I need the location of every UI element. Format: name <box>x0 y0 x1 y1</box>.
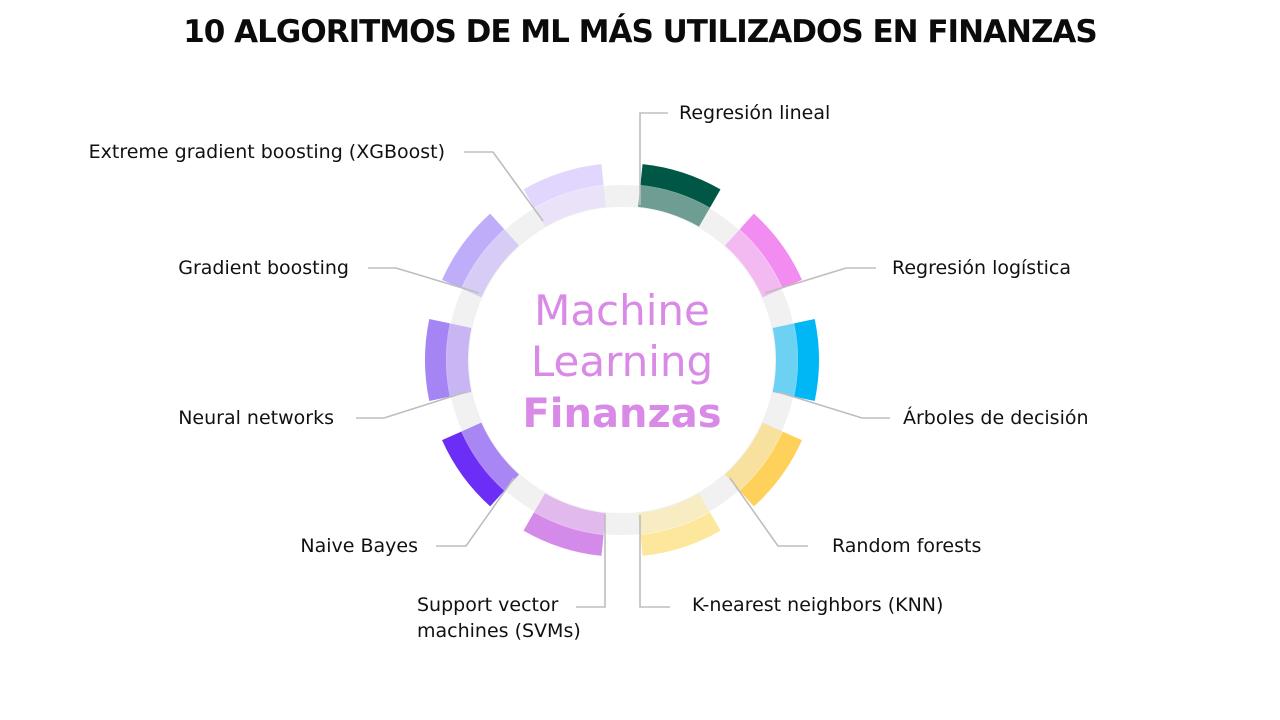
segment-inner-band <box>725 229 783 298</box>
label-line: Árboles de decisión <box>903 406 1089 429</box>
segment-support-vector-machines <box>523 493 606 556</box>
label-k-nearest-neighbors: K-nearest neighbors (KNN) <box>692 594 943 616</box>
segment-outer-band <box>523 512 604 556</box>
segment-k-nearest-neighbors <box>638 493 721 556</box>
label-xgboost: Extreme gradient boosting (XGBoost) <box>89 141 445 163</box>
segment-outer-band <box>640 512 721 556</box>
label-support-vector-machines: Support vector machines (SVMs) <box>417 594 581 642</box>
segment-outer-band <box>739 431 802 507</box>
center-text-machine: Machine <box>534 286 710 335</box>
segment-xgboost <box>523 164 606 227</box>
connector-support-vector-machines <box>576 515 606 608</box>
label-naive-bayes: Naive Bayes <box>300 535 418 557</box>
label-line: Support vector <box>417 594 559 616</box>
segment-inner-band <box>534 184 606 227</box>
segment-outer-band <box>424 319 450 401</box>
label-line: Naive Bayes <box>300 535 418 557</box>
label-line: Regresión lineal <box>679 102 830 124</box>
label-line: Extreme gradient boosting (XGBoost) <box>89 141 445 163</box>
segment-inner-band <box>638 493 710 536</box>
connector-random-forests <box>729 477 808 547</box>
label-gradient-boosting: Gradient boosting <box>178 257 349 279</box>
label-neural-networks: Neural networks <box>178 407 334 429</box>
connector-group <box>356 112 890 608</box>
segment-inner-band <box>725 422 783 491</box>
label-line: Regresión logística <box>892 257 1071 279</box>
segment-regresion-logistica <box>725 213 802 298</box>
segment-outer-band <box>442 431 505 507</box>
segment-inner-band <box>461 422 519 491</box>
label-line: machines (SVMs) <box>417 620 581 642</box>
segment-neural-networks <box>424 319 472 401</box>
segment-random-forests <box>725 422 802 507</box>
label-line: Gradient boosting <box>178 257 349 279</box>
connector-neural-networks <box>356 391 467 419</box>
segment-arboles-de-decision <box>772 319 820 401</box>
segment-outer-band <box>794 319 820 401</box>
label-random-forests: Random forests <box>832 535 981 557</box>
segment-outer-band <box>640 164 721 208</box>
connector-arboles-de-decision <box>777 391 890 419</box>
segment-inner-band <box>461 229 519 298</box>
label-arboles-de-decision: Árboles de decisión <box>903 406 1089 429</box>
segment-inner-band <box>534 493 606 536</box>
segment-inner-band <box>446 323 472 397</box>
label-regresion-logistica: Regresión logística <box>892 257 1071 279</box>
label-line: K-nearest neighbors (KNN) <box>692 594 943 616</box>
segment-inner-band <box>638 184 710 227</box>
connector-gradient-boosting <box>368 267 480 294</box>
center-text-finanzas: Finanzas <box>522 391 721 437</box>
label-regresion-lineal: Regresión lineal <box>679 102 830 124</box>
segment-gradient-boosting <box>442 213 519 298</box>
segment-naive-bayes <box>442 422 519 507</box>
label-line: Neural networks <box>178 407 334 429</box>
center-text-learning: Learning <box>531 337 713 386</box>
segment-outer-band <box>739 213 802 289</box>
segment-group <box>424 164 820 556</box>
connector-regresion-logistica <box>764 267 876 294</box>
connector-xgboost <box>464 151 544 222</box>
label-line: Random forests <box>832 535 981 557</box>
segment-outer-band <box>523 164 604 208</box>
connector-naive-bayes <box>436 477 515 547</box>
segment-inner-band <box>772 323 798 397</box>
connector-regresion-lineal <box>639 112 668 205</box>
connector-k-nearest-neighbors <box>639 515 670 608</box>
page-title: 10 ALGORITMOS DE ML MÁS UTILIZADOS EN FI… <box>183 14 1098 50</box>
segment-outer-band <box>442 213 505 289</box>
segment-regresion-lineal <box>638 164 721 227</box>
